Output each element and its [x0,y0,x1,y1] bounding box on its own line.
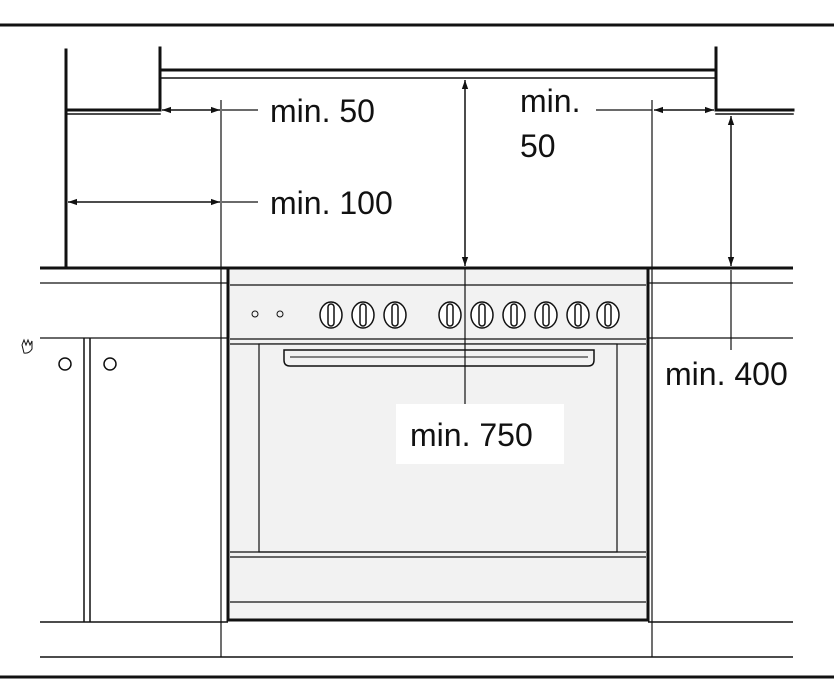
frame [0,23,834,679]
label-right-upper-line1: min. [520,83,580,119]
door-knob-right [103,357,117,371]
label-center: min. 750 [410,417,533,453]
knob-icon [319,301,343,329]
dimension-lines [68,80,735,657]
knob-icon [383,301,407,329]
label-right-upper-line2: 50 [520,128,556,164]
knob-icon [566,301,590,329]
wall-cabinets [64,46,795,270]
door-knob-left [58,357,72,371]
indicator-light [251,310,259,318]
knob-icon [351,301,375,329]
knob-icon [438,301,462,329]
label-right-lower: min. 400 [665,356,788,392]
worktop [40,266,793,658]
label-center-bg [396,404,564,464]
control-knobs [319,301,620,329]
knob-icon [470,301,494,329]
knob-icon [596,301,620,329]
knob-icon [534,301,558,329]
label-right-lower-bg [662,352,810,394]
hand-cursor-icon [21,338,33,354]
oven-handle [283,349,595,367]
label-left-upper: min. 50 [270,93,375,129]
indicator-light [276,310,284,318]
knob-icon [502,301,526,329]
base-cabinet [21,338,117,622]
label-left-lower: min. 100 [270,185,393,221]
